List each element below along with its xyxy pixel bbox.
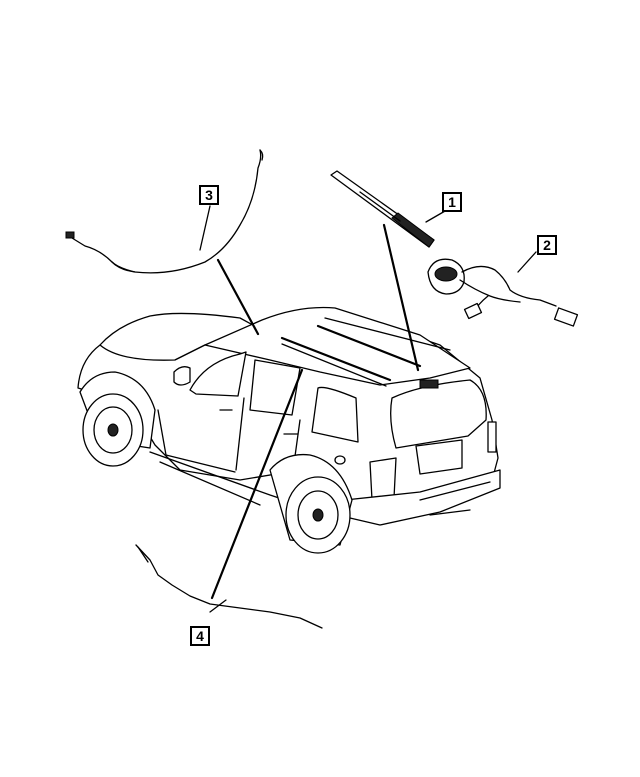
leader-line-4b <box>209 599 227 613</box>
antenna-mast <box>330 170 435 248</box>
callout-1: 1 <box>442 192 462 212</box>
leader-lines <box>199 205 537 613</box>
callout-2: 2 <box>537 235 557 255</box>
callout-3: 3 <box>199 185 219 205</box>
leader-line-3b <box>216 258 260 336</box>
callout-4: 4 <box>190 626 210 646</box>
leader-line-1a <box>382 223 420 372</box>
leader-line-4a <box>210 368 304 600</box>
body-cable <box>135 544 323 629</box>
antenna-base <box>427 258 579 327</box>
vehicle-illustration <box>77 306 501 554</box>
leader-line-2 <box>517 251 537 273</box>
leader-line-3a <box>199 205 211 251</box>
roof-cable <box>65 149 264 274</box>
